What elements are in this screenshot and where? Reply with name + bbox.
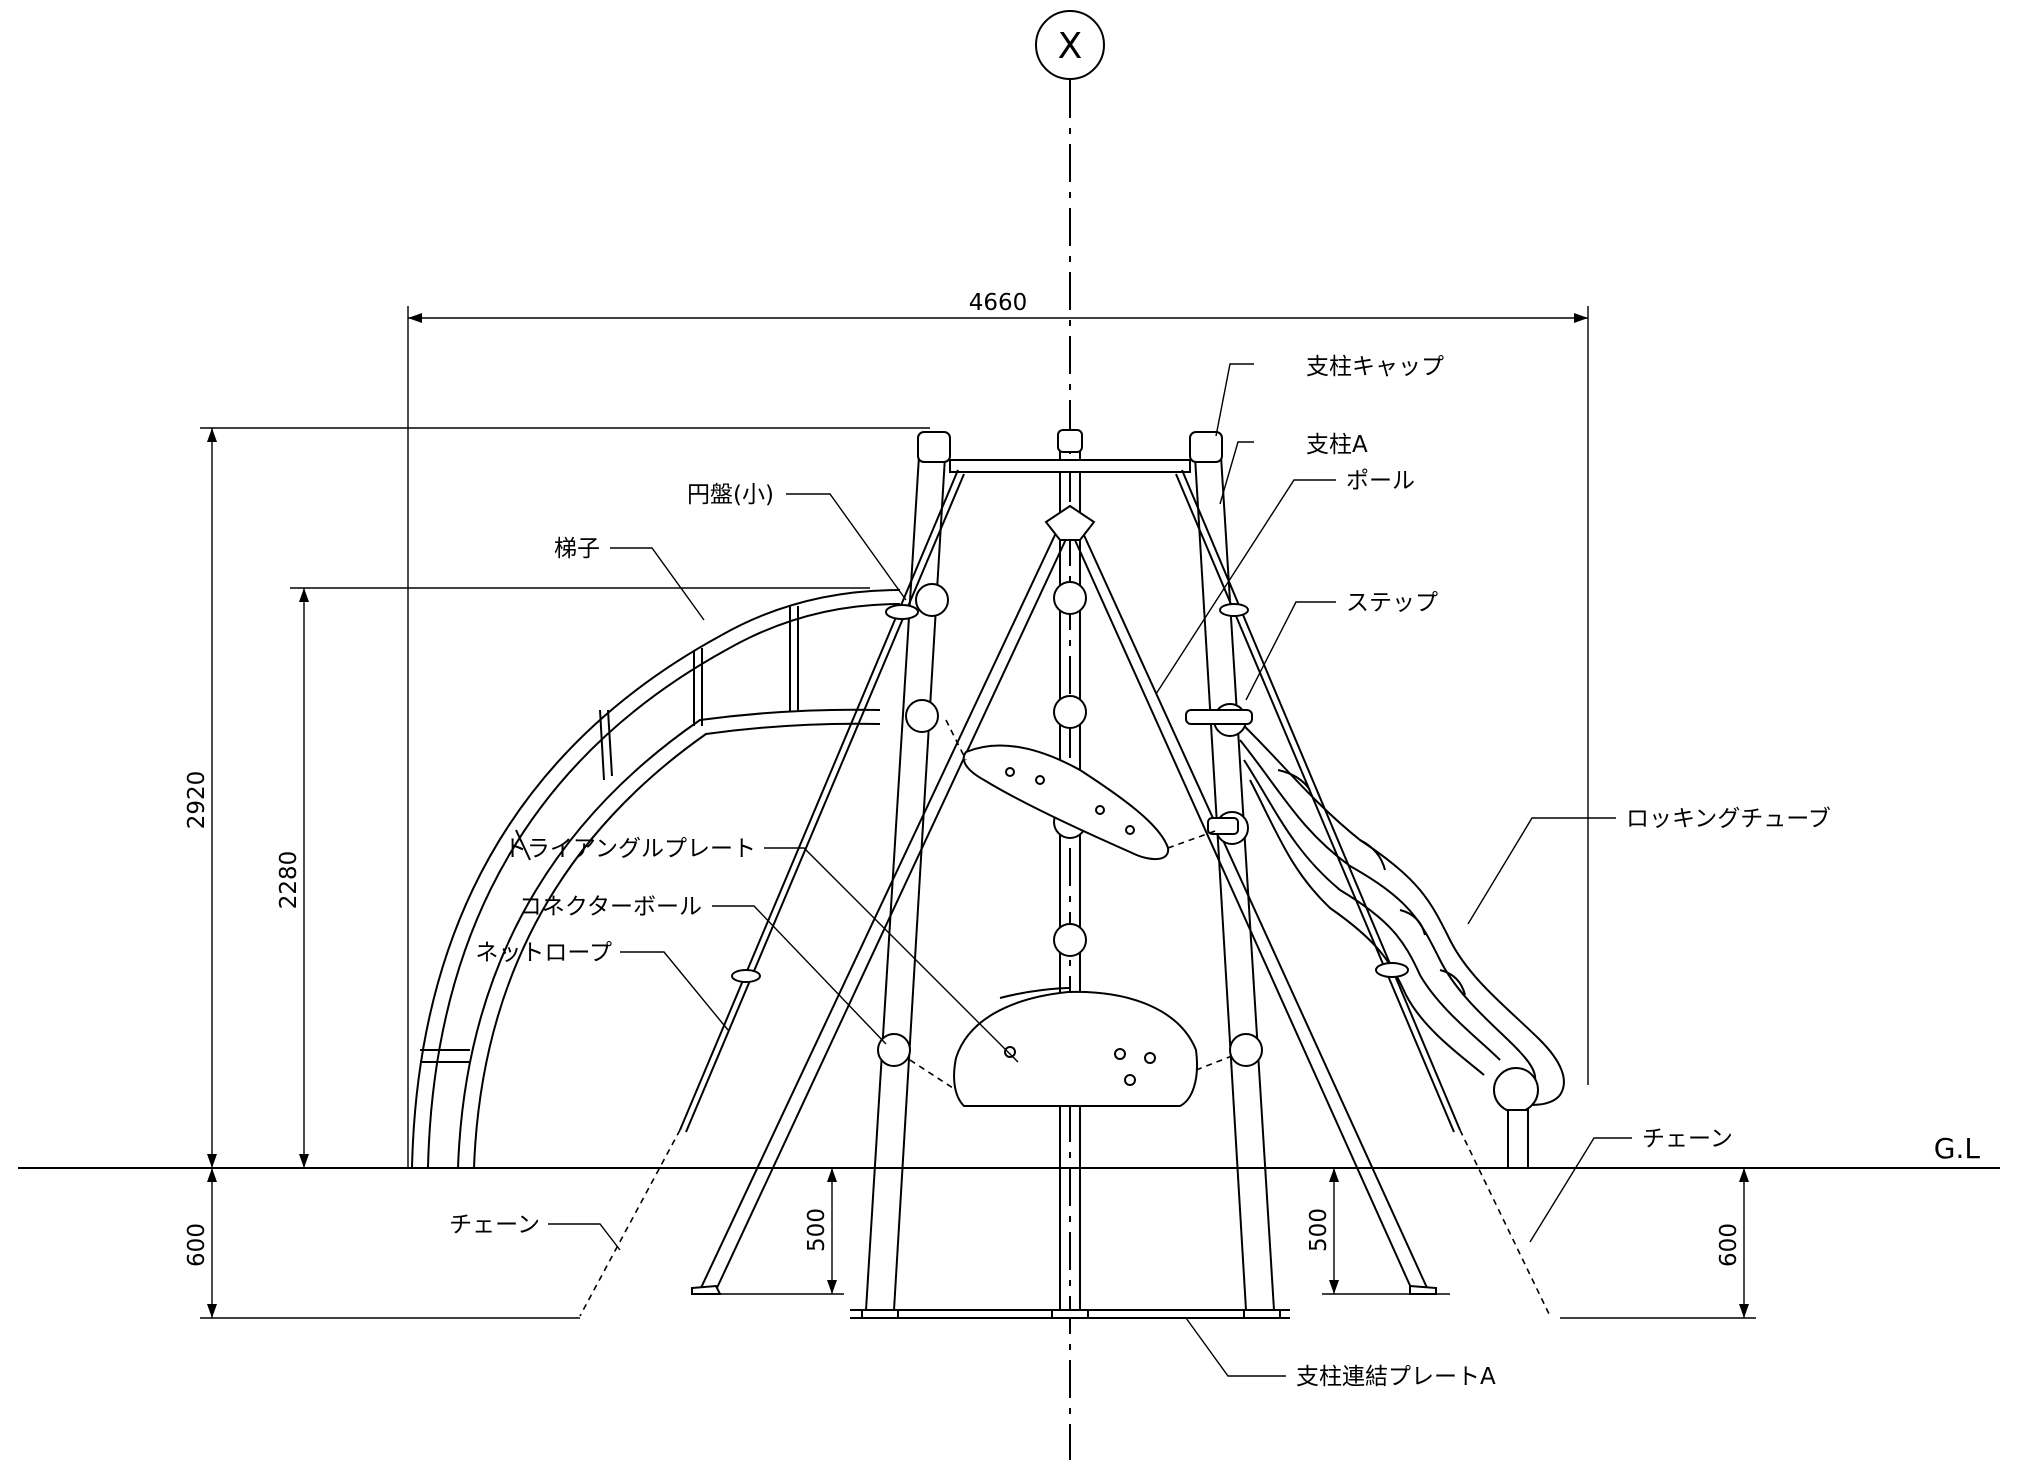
dimension-height-total-value: 2920	[184, 771, 210, 830]
label-chain-right: チェーン	[1642, 1126, 1733, 1152]
label-step: ステップ	[1346, 590, 1438, 616]
dimension-depth-left: 600	[184, 1168, 580, 1319]
dimension-width: 4660	[407, 290, 1589, 1168]
pillar-left	[865, 431, 951, 1311]
dimension-depth-inner-left: 500	[700, 1168, 844, 1295]
dimension-depth-inner-right-value: 500	[1306, 1208, 1332, 1252]
ladder	[411, 589, 901, 1169]
label-pillar-a: 支柱A	[1306, 432, 1368, 458]
poles	[691, 504, 1437, 1295]
label-rocking-tube: ロッキングチューブ	[1626, 806, 1831, 832]
label-triangle-plate: トライアングルプレート	[504, 836, 756, 862]
label-disc-small: 円盤(小)	[687, 482, 774, 508]
label-pillar-cap: 支柱キャップ	[1306, 354, 1444, 380]
ground-label: G.L	[1934, 1132, 1981, 1165]
axis-label: X	[1058, 26, 1083, 67]
triangle-plate	[909, 987, 1233, 1107]
dimension-depth-inner-right: 500	[1306, 1168, 1450, 1295]
dimension-height-ladder-value: 2280	[276, 851, 302, 910]
dimension-width-value: 4660	[969, 290, 1028, 316]
leader-lines	[548, 363, 1632, 1377]
dimension-height-total: 2920	[184, 427, 930, 1168]
top-bar	[949, 459, 1191, 473]
step	[1185, 709, 1253, 835]
pillar-right	[1189, 431, 1275, 1311]
labels: 支柱キャップ 支柱A ポール ステップ ロッキングチューブ チェーン 円盤(小)…	[449, 354, 1831, 1390]
pillar-plate	[850, 1309, 1290, 1319]
axis-marker: X	[1035, 10, 1105, 80]
label-net-rope: ネットロープ	[475, 940, 612, 966]
dimension-depth-left-value: 600	[184, 1223, 210, 1267]
net-ropes	[579, 469, 1551, 1317]
dimension-depth-inner-left-value: 500	[804, 1208, 830, 1252]
dimension-depth-right-value: 600	[1716, 1223, 1742, 1267]
label-chain-left: チェーン	[449, 1212, 540, 1238]
label-ladder: 梯子	[554, 536, 600, 562]
dimension-depth-right: 600	[1560, 1168, 1756, 1319]
label-pole: ポール	[1346, 468, 1415, 494]
rocking-tube	[1237, 719, 1565, 1169]
label-connector-ball: コネクターボール	[519, 894, 702, 920]
dimension-height-ladder: 2280	[276, 587, 870, 1168]
label-pillar-plate: 支柱連結プレートA	[1296, 1364, 1496, 1390]
disc-tilted	[945, 719, 1219, 860]
